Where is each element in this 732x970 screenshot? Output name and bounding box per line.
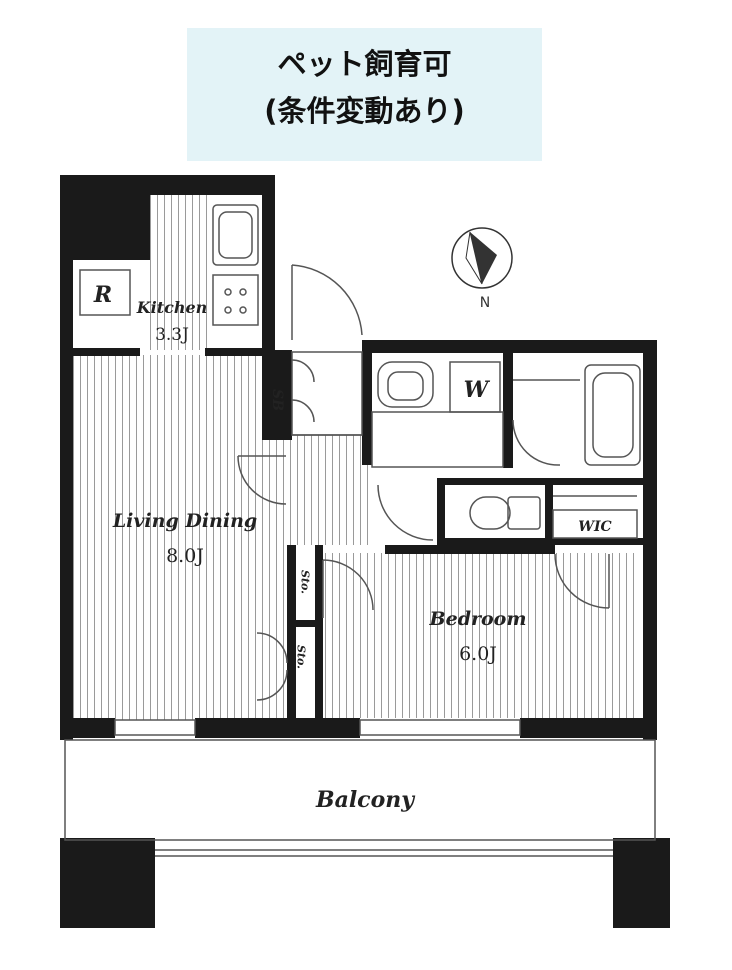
storage-upper-label: Sto. bbox=[299, 570, 312, 594]
walls bbox=[60, 175, 670, 928]
kitchen-area: 3.3J bbox=[155, 325, 189, 345]
banner-title: ペット飼育可 bbox=[277, 47, 452, 81]
banner-condition-note: (条件変動あり) bbox=[264, 94, 465, 128]
balcony-label: Balcony bbox=[315, 787, 416, 813]
compass-north-label: N bbox=[480, 295, 490, 311]
fixtures bbox=[64, 204, 656, 857]
wic-label: WIC bbox=[578, 519, 611, 535]
flooring bbox=[73, 195, 640, 720]
living-dining-area: 8.0J bbox=[166, 545, 204, 567]
living-dining-label: Living Dining bbox=[112, 510, 257, 532]
kitchen-label: Kitchen bbox=[136, 298, 208, 317]
storage-lower-label: Sto. bbox=[295, 645, 308, 669]
shoe-box-label: SB bbox=[269, 389, 285, 411]
bedroom-area: 6.0J bbox=[459, 643, 497, 665]
washer-label: W bbox=[464, 377, 491, 403]
pet-allowed-banner: ペット飼育可 (条件変動あり) bbox=[187, 28, 542, 161]
refrigerator-label: R bbox=[93, 282, 112, 308]
bedroom-label: Bedroom bbox=[429, 608, 527, 630]
compass-icon: N bbox=[451, 227, 513, 311]
